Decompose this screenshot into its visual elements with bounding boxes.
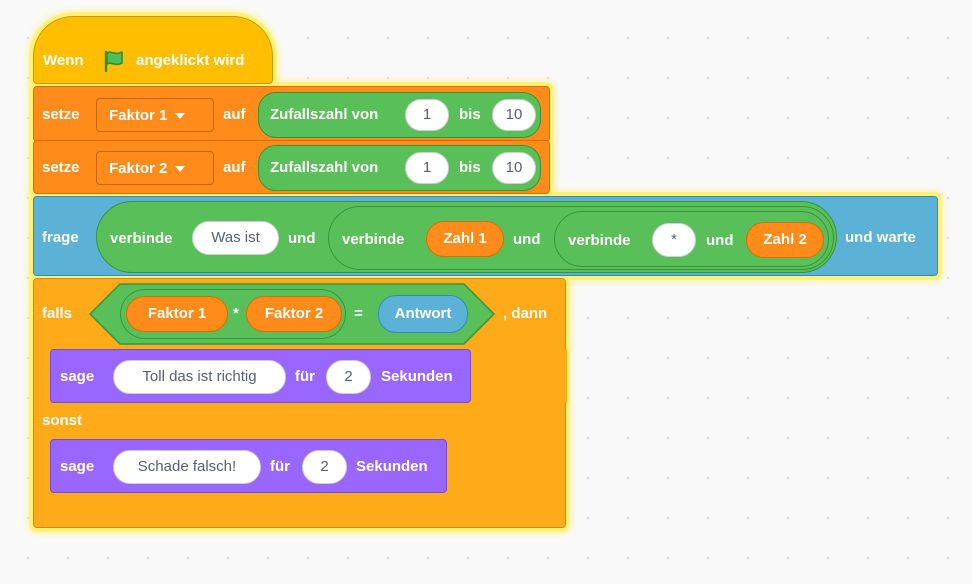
join-label: verbinde — [568, 232, 631, 249]
between-label: bis — [459, 159, 481, 176]
random-to-input[interactable]: 10 — [492, 152, 536, 184]
message-input[interactable]: Schade falsch! — [113, 450, 261, 484]
seconds-input[interactable]: 2 — [326, 360, 371, 394]
join-label: verbinde — [110, 230, 173, 247]
join-label: verbinde — [342, 231, 405, 248]
caret-down-icon — [175, 113, 186, 120]
and-label: und — [288, 230, 316, 247]
hat-clicked-label: angeklickt wird — [136, 52, 245, 69]
then-label: , dann — [503, 305, 548, 322]
for-label: für — [270, 458, 290, 475]
between-label: bis — [459, 106, 481, 123]
variable-dropdown-label: Faktor 2 — [109, 160, 168, 177]
variable-dropdown-faktor-1[interactable]: Faktor 1 — [96, 98, 214, 132]
and-label: und — [513, 231, 541, 248]
message-input[interactable]: Toll das ist richtig — [113, 360, 286, 394]
variable-dropdown-label: Faktor 1 — [109, 107, 168, 124]
to-label: auf — [223, 159, 246, 176]
join-reporter-outer[interactable]: verbinde Was ist und verbinde Zahl 1 und… — [96, 201, 837, 273]
for-label: für — [295, 368, 315, 385]
random-label: Zufallszahl von — [270, 159, 379, 176]
random-to-input[interactable]: 10 — [492, 99, 536, 131]
equals-condition[interactable]: Faktor 1 * Faktor 2 = Antwort — [89, 283, 495, 345]
answer-reporter[interactable]: Antwort — [378, 295, 468, 333]
variable-reporter-faktor-1[interactable]: Faktor 1 — [126, 296, 228, 332]
seconds-label: Sekunden — [356, 458, 428, 475]
variable-reporter-zahl-2[interactable]: Zahl 2 — [746, 222, 824, 258]
if-label: falls — [42, 305, 73, 322]
join-reporter-middle[interactable]: verbinde Zahl 1 und verbinde * und Zahl … — [328, 206, 834, 270]
random-number-reporter[interactable]: Zufallszahl von 1 bis 10 — [258, 145, 541, 191]
set-variable-block-2[interactable]: setze Faktor 2 auf Zufallszahl von 1 bis… — [33, 140, 550, 194]
random-from-input[interactable]: 1 — [405, 99, 449, 131]
ask-and-wait-block[interactable]: frage verbinde Was ist und verbinde Zahl… — [33, 196, 938, 276]
random-number-reporter[interactable]: Zufallszahl von 1 bis 10 — [258, 92, 541, 138]
caret-down-icon — [175, 166, 186, 173]
equals-label: = — [354, 305, 363, 322]
hat-when-label: Wenn — [43, 52, 84, 69]
and-wait-label: und warte — [845, 229, 916, 246]
random-label: Zufallszahl von — [270, 106, 379, 123]
say-for-seconds-block-2[interactable]: sage Schade falsch! für 2 Sekunden — [50, 439, 447, 493]
seconds-input[interactable]: 2 — [302, 450, 347, 484]
text-input-was-ist[interactable]: Was ist — [192, 221, 279, 255]
random-from-input[interactable]: 1 — [405, 152, 449, 184]
multiply-reporter[interactable]: Faktor 1 * Faktor 2 — [120, 289, 346, 339]
to-label: auf — [223, 106, 246, 123]
green-flag-icon — [102, 50, 126, 73]
when-flag-clicked-block[interactable]: Wenn angeklickt wird — [33, 16, 273, 84]
set-label: setze — [42, 106, 80, 123]
say-for-seconds-block-1[interactable]: sage Toll das ist richtig für 2 Sekunden — [50, 349, 471, 403]
else-label: sonst — [42, 412, 83, 429]
join-reporter-inner[interactable]: verbinde * und Zahl 2 — [554, 211, 829, 267]
set-label: setze — [42, 159, 80, 176]
variable-dropdown-faktor-2[interactable]: Faktor 2 — [96, 151, 214, 185]
say-label: sage — [60, 458, 95, 475]
variable-reporter-zahl-1[interactable]: Zahl 1 — [426, 221, 504, 257]
say-label: sage — [60, 368, 95, 385]
variable-reporter-faktor-2[interactable]: Faktor 2 — [246, 296, 342, 332]
set-variable-block-1[interactable]: setze Faktor 1 auf Zufallszahl von 1 bis… — [33, 86, 550, 142]
text-input-asterisk[interactable]: * — [652, 223, 696, 257]
seconds-label: Sekunden — [381, 368, 453, 385]
ask-label: frage — [42, 229, 79, 246]
times-label: * — [233, 305, 239, 322]
and-label: und — [706, 232, 734, 249]
